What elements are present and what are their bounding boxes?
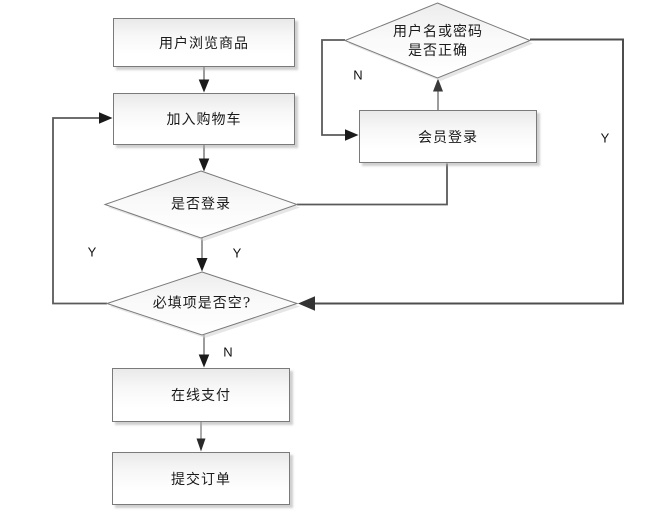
decision-credentials-correct-label: 用户名或密码 是否正确 — [393, 24, 483, 59]
node-add-to-cart-label: 加入购物车 — [166, 112, 242, 128]
node-browse-products: 用户浏览商品 — [113, 18, 295, 67]
node-submit-order-label: 提交订单 — [171, 471, 231, 488]
node-submit-order: 提交订单 — [112, 452, 290, 505]
connector-login-no-to-member-login — [297, 163, 448, 206]
edge-label-required-empty-no: N — [223, 344, 233, 360]
connector-payment-to-submit — [196, 422, 206, 452]
node-member-login-label: 会员登录 — [418, 129, 478, 146]
connector-cart-to-login-decision — [198, 145, 210, 172]
edge-label-credentials-no: N — [353, 67, 363, 83]
connector-credentials-yes-to-required-decision — [298, 38, 624, 311]
node-online-payment: 在线支付 — [112, 368, 290, 422]
node-browse-products-label: 用户浏览商品 — [159, 35, 249, 52]
connector-required-no-to-payment — [198, 335, 210, 368]
decision-credentials-correct-shape — [343, 2, 533, 81]
connector-browse-to-cart — [198, 67, 210, 93]
edge-label-logged-in-yes: Y — [232, 245, 242, 261]
decision-is-logged-in-label: 是否登录 — [171, 196, 231, 213]
node-member-login: 会员登录 — [359, 110, 537, 163]
decision-required-fields-empty-shape — [105, 271, 300, 338]
node-add-to-cart: 加入购物车 — [113, 93, 295, 145]
connector-credentials-no-to-member-login — [321, 39, 359, 141]
decision-is-logged-in-shape — [103, 170, 300, 241]
edge-label-credentials-yes: Y — [600, 130, 610, 146]
connector-login-yes-to-required-decision — [196, 238, 208, 272]
node-online-payment-label: 在线支付 — [171, 388, 231, 404]
decision-required-fields-empty-label: 必填项是否空? — [152, 295, 252, 312]
connector-required-yes-to-cart — [52, 112, 113, 305]
connector-member-login-to-credentials-decision — [433, 78, 443, 110]
edge-label-required-empty-yes: Y — [87, 244, 97, 260]
